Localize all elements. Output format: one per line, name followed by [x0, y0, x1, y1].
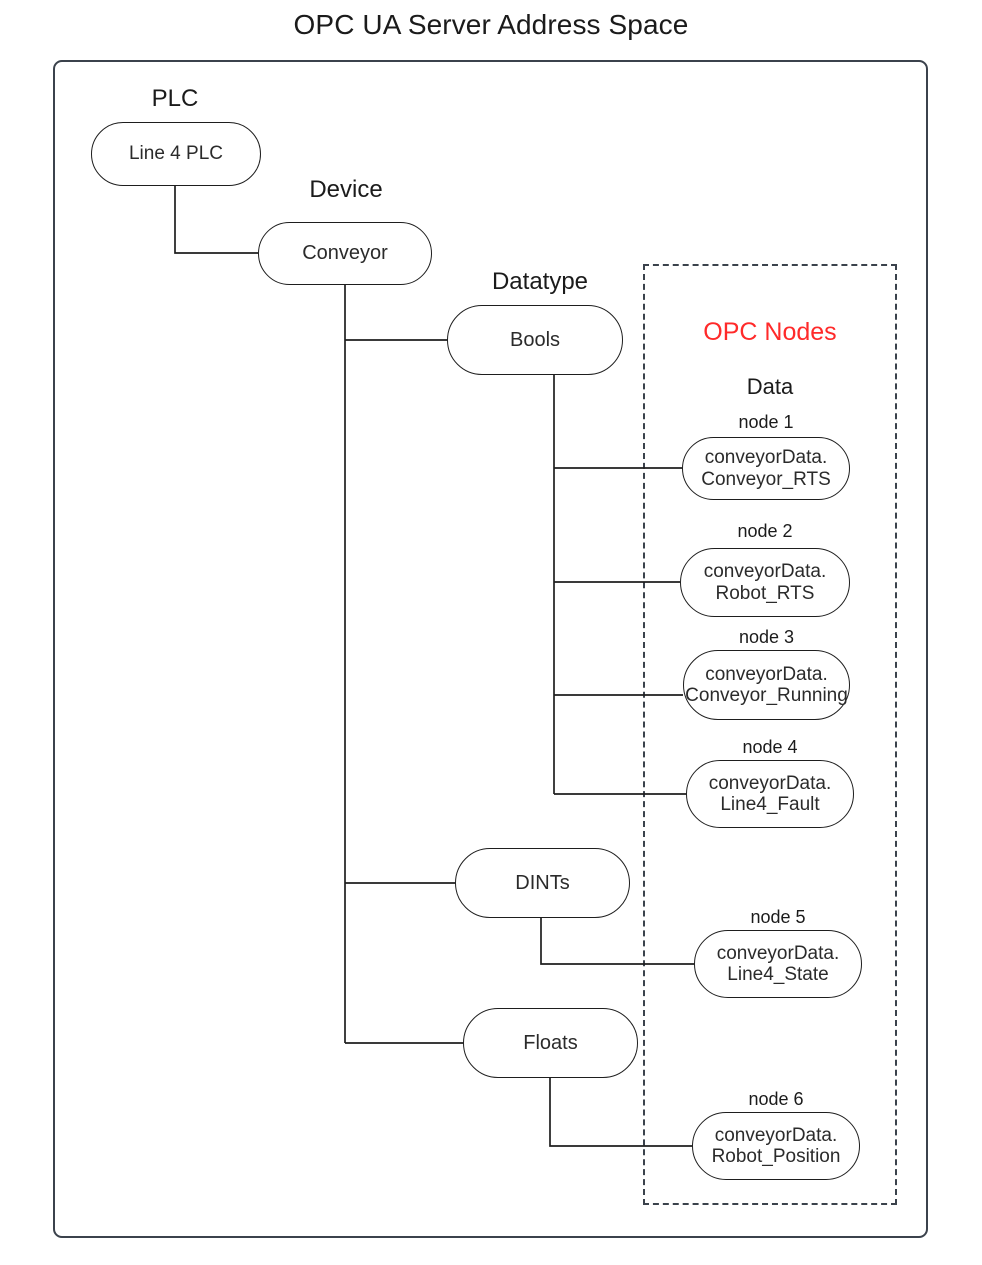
node-datatype-floats[interactable]: Floats	[463, 1008, 638, 1078]
opc-node-4-label: conveyorData. Line4_Fault	[708, 772, 832, 815]
opc-node-3[interactable]: conveyorData. Conveyor_Running	[683, 650, 850, 720]
opc-node-1-label: conveyorData. Conveyor_RTS	[701, 447, 831, 490]
opc-node-5[interactable]: conveyorData. Line4_State	[694, 930, 862, 998]
opc-nodes-frame	[643, 264, 897, 1205]
node-datatype-dints-label: DINTs	[515, 871, 570, 894]
node-datatype-bools-label: Bools	[509, 328, 561, 351]
server-address-space-frame	[53, 60, 928, 1238]
node-datatype-bools[interactable]: Bools	[447, 305, 623, 375]
opc-node-1-caption: node 1	[738, 412, 794, 432]
opc-node-4-caption: node 4	[742, 737, 798, 757]
section-heading-device: Device	[309, 176, 383, 203]
opc-node-2-label: conveyorData. Robot_RTS	[703, 561, 827, 604]
opc-node-5-label: conveyorData. Line4_State	[716, 942, 840, 985]
opc-node-6-caption: node 6	[748, 1089, 804, 1109]
node-conveyor[interactable]: Conveyor	[258, 222, 432, 285]
opc-node-6-label: conveyorData. Robot_Position	[711, 1124, 841, 1167]
section-heading-data: Data	[746, 374, 794, 399]
node-datatype-dints[interactable]: DINTs	[455, 848, 630, 918]
opc-node-2-caption: node 2	[737, 521, 793, 541]
opc-node-4[interactable]: conveyorData. Line4_Fault	[686, 760, 854, 828]
opc-node-3-label: conveyorData. Conveyor_Running	[685, 663, 848, 706]
opc-node-2[interactable]: conveyorData. Robot_RTS	[680, 548, 850, 617]
node-line-4-plc[interactable]: Line 4 PLC	[91, 122, 261, 186]
section-heading-opc-nodes: OPC Nodes	[703, 318, 837, 346]
node-datatype-floats-label: Floats	[523, 1031, 578, 1054]
page-title: OPC UA Server Address Space	[293, 9, 689, 40]
opc-node-3-caption: node 3	[738, 627, 795, 647]
opc-node-1[interactable]: conveyorData. Conveyor_RTS	[682, 437, 850, 500]
node-line-4-plc-label: Line 4 PLC	[128, 143, 223, 165]
node-conveyor-label: Conveyor	[302, 242, 388, 265]
opc-node-6[interactable]: conveyorData. Robot_Position	[692, 1112, 860, 1180]
opc-node-5-caption: node 5	[750, 907, 806, 927]
section-heading-datatype: Datatype	[491, 268, 589, 295]
section-heading-plc: PLC	[151, 85, 199, 112]
